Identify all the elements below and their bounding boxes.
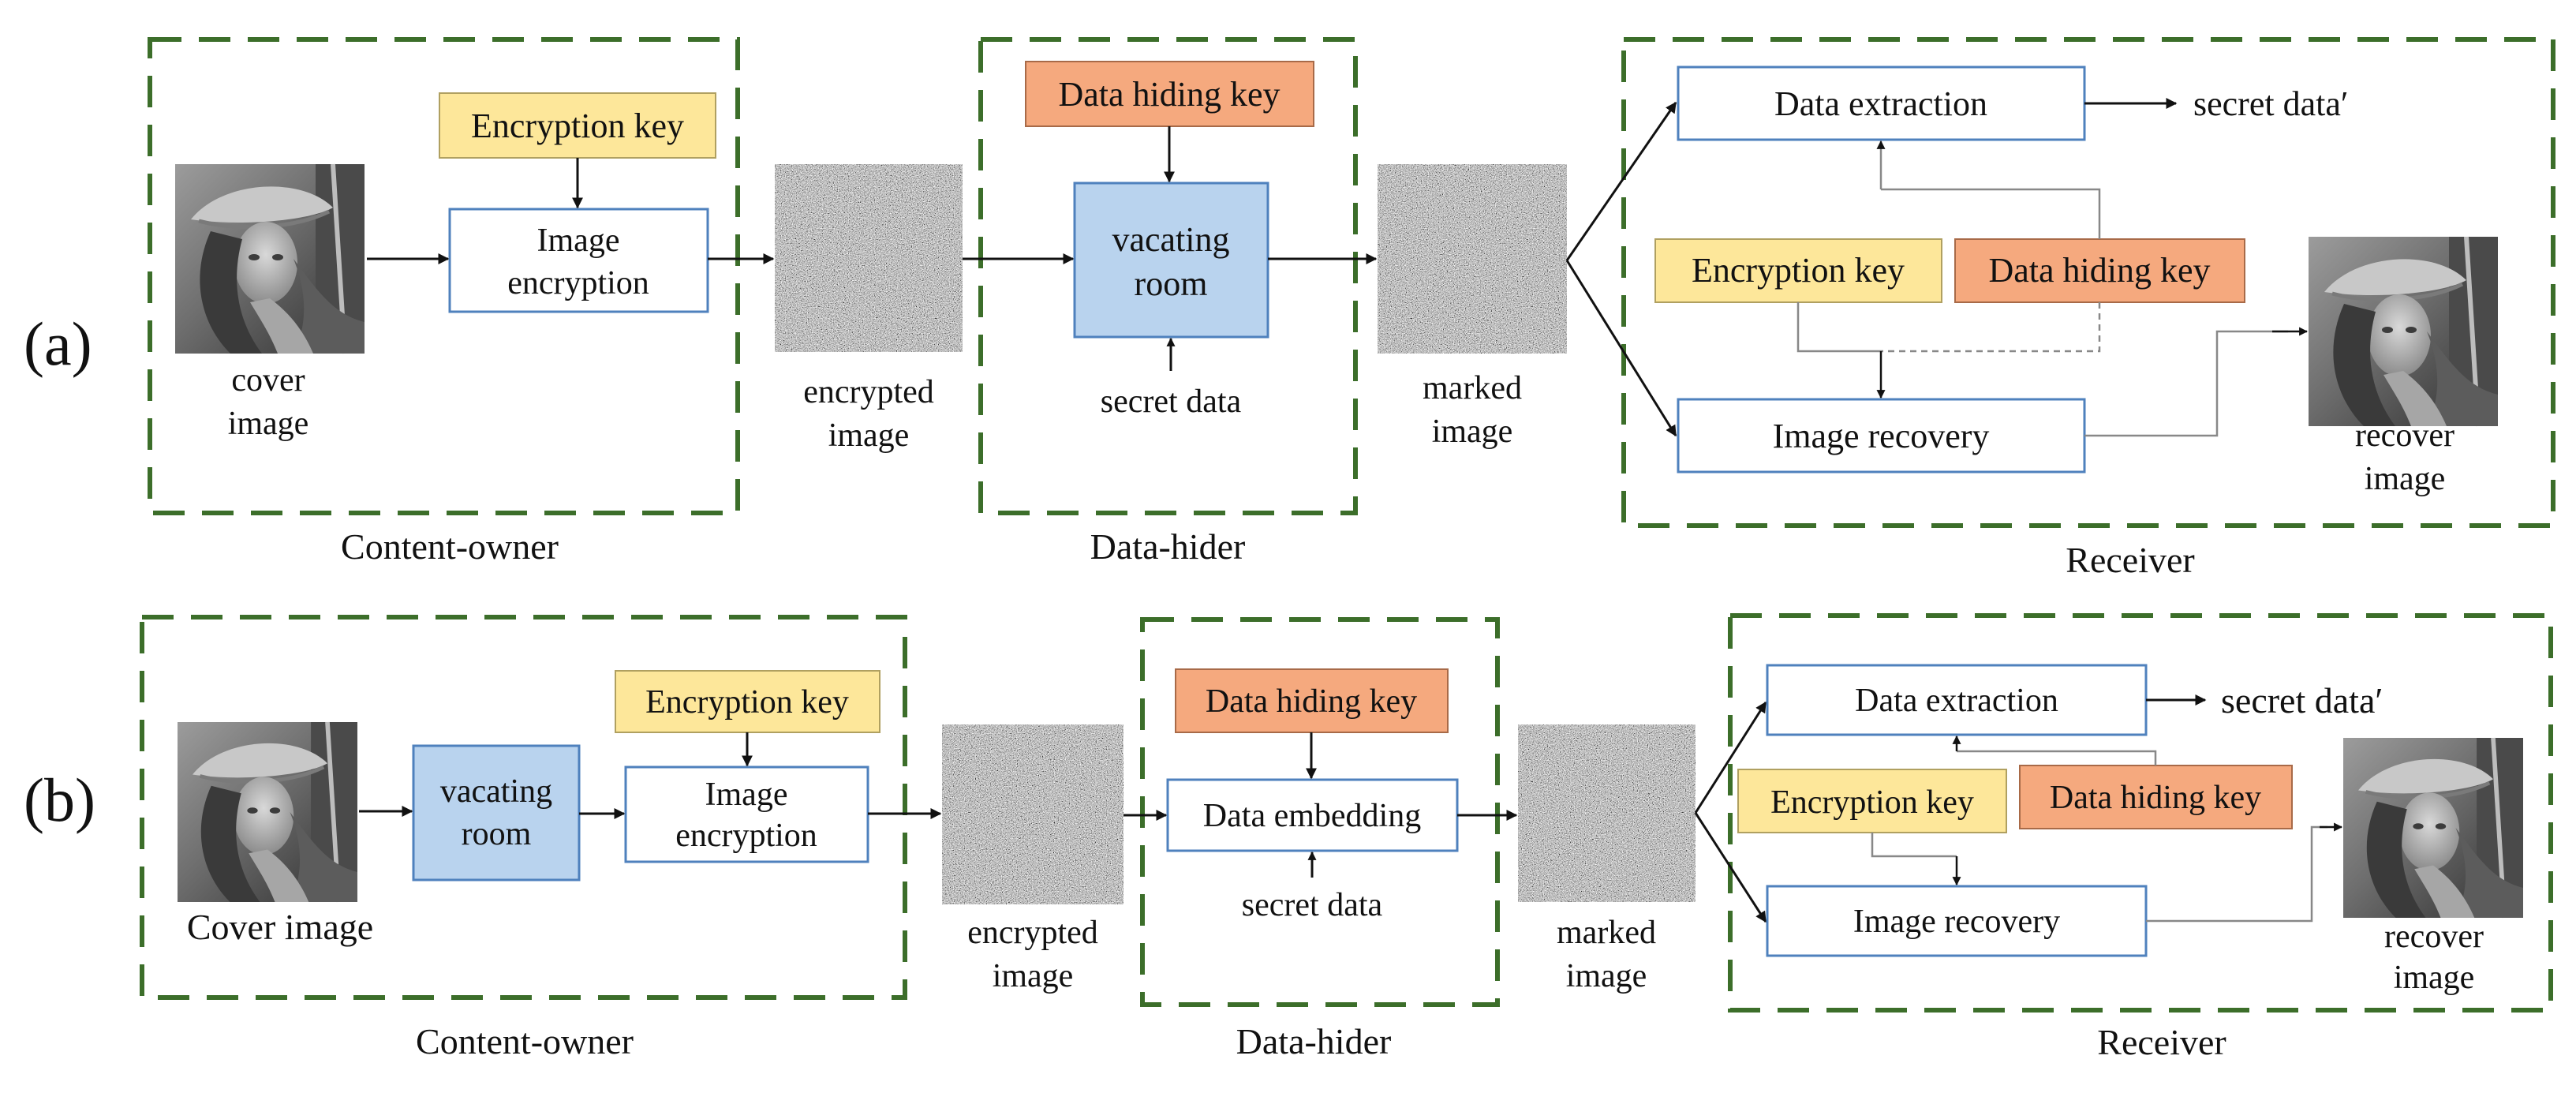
encrypted-image-label-b-1: encrypted (967, 915, 1098, 951)
encryption-key-label-b-receiver: Encryption key (1770, 784, 1974, 821)
line-recovery-to-output-a (2084, 330, 2288, 437)
data-extraction-box-a (1677, 66, 2086, 141)
encryption-key-label-a-receiver: Encryption key (1692, 251, 1905, 290)
line-hidekey-to-recovery-a (1881, 302, 2101, 353)
marked-image-label-b-2: image (1566, 958, 1647, 994)
recover-image-label-b-2: image (2394, 960, 2475, 996)
data-hiding-key-box-a (1025, 61, 1314, 127)
cover-image-a (175, 164, 365, 354)
data-hider-caption-a: Data-hider (1090, 526, 1246, 567)
marked-image-label-b-1: marked (1557, 915, 1656, 951)
encrypted-image-label-a-1: encrypted (803, 374, 934, 410)
vacating-room-box-a (1073, 182, 1269, 339)
line-hidekey-to-extraction-b (1957, 750, 2157, 765)
data-extraction-box-b (1766, 664, 2148, 736)
receiver-caption-a: Receiver (2066, 540, 2194, 580)
line-enckey-to-recovery-a (1796, 302, 1881, 353)
cover-image-b (178, 722, 357, 902)
secret-output-label-a: secret data′ (2193, 84, 2349, 123)
receiver-caption-b: Receiver (2097, 1022, 2226, 1062)
recover-image-label-b-1: recover (2384, 919, 2484, 955)
recover-image-label-a-1: recover (2355, 417, 2454, 454)
line-recovery-to-output-b (2146, 825, 2327, 923)
secret-data-label-a: secret data (1101, 384, 1242, 420)
marked-image-a (1378, 164, 1567, 354)
encrypted-image-a (775, 164, 963, 352)
data-hiding-key-box-b-receiver (2019, 765, 2293, 829)
line-hidekey-to-extraction-a (1881, 188, 2101, 239)
vacating-room-label-a-1: vacating (1112, 220, 1229, 259)
image-encryption-label-a-2: encryption (507, 265, 649, 301)
data-hiding-key-label-b: Data hiding key (1206, 683, 1417, 720)
data-hiding-key-label-a: Data hiding key (1058, 75, 1280, 114)
marked-image-b (1518, 724, 1696, 902)
cover-image-label-a-1: cover (231, 362, 305, 399)
arrow-marked-to-extraction-b (1694, 701, 1767, 814)
encryption-key-label-a: Encryption key (471, 107, 684, 145)
data-hiding-key-box-b (1175, 668, 1449, 733)
data-hider-caption-b: Data-hider (1236, 1021, 1392, 1061)
data-hider-region-b (1140, 617, 1500, 1007)
data-hider-region-a (978, 37, 1358, 515)
cover-image-label-a-2: image (228, 406, 309, 442)
receiver-region-b (1728, 613, 2553, 1013)
image-encryption-label-a-1: Image (537, 223, 620, 259)
panel-a: (a) Content-owner cover image Encryption… (24, 37, 2555, 580)
panel-b-tag: (b) (24, 765, 95, 834)
image-recovery-label-b: Image recovery (1853, 904, 2060, 940)
image-recovery-box-a (1677, 398, 2086, 474)
marked-image-label-a-1: marked (1423, 370, 1522, 406)
encrypted-image-label-a-2: image (828, 417, 910, 454)
encrypted-image-b (942, 724, 1123, 904)
content-owner-caption-a: Content-owner (341, 526, 559, 567)
arrow-marked-to-extraction-a (1565, 101, 1677, 261)
encryption-key-box-b-receiver (1737, 769, 2007, 833)
data-hiding-key-label-b-receiver: Data hiding key (2050, 780, 2261, 816)
cover-image-label-b: Cover image (187, 907, 373, 947)
secret-data-label-b: secret data (1242, 887, 1383, 923)
vacating-room-label-b-2: room (462, 816, 532, 852)
image-recovery-label-a: Image recovery (1773, 417, 1990, 455)
data-extraction-label-b: Data extraction (1855, 683, 2058, 719)
data-embedding-label-b: Data embedding (1203, 798, 1421, 834)
recover-image-label-a-2: image (2365, 461, 2446, 497)
encryption-key-box-a (439, 92, 716, 159)
encrypted-image-label-b-2: image (993, 958, 1074, 994)
panel-a-tag: (a) (24, 309, 92, 378)
encryption-key-box-b (615, 670, 880, 733)
receiver-region-a (1621, 37, 2555, 528)
image-encryption-label-b-2: encryption (675, 818, 817, 854)
data-embedding-box-b (1166, 778, 1459, 852)
recovered-image-b (2343, 738, 2523, 918)
image-encryption-box-a (448, 208, 709, 313)
encryption-key-label-b: Encryption key (645, 684, 849, 721)
vacating-room-label-a-2: room (1135, 264, 1208, 303)
image-encryption-label-b-1: Image (705, 777, 788, 813)
data-extraction-label-a: Data extraction (1774, 84, 1987, 123)
vacating-room-box-b (412, 744, 581, 882)
secret-output-label-b: secret data′ (2221, 680, 2383, 721)
data-hiding-key-label-a-receiver: Data hiding key (1988, 251, 2210, 290)
image-encryption-box-b (624, 765, 869, 863)
marked-image-label-a-2: image (1432, 414, 1513, 450)
vacating-room-label-b-1: vacating (440, 773, 552, 810)
arrow-marked-to-recovery-b (1694, 812, 1767, 923)
panel-b: (b) Content-owner Cover image vacating r… (24, 613, 2553, 1062)
content-owner-region-a (148, 37, 740, 515)
recovered-image-a (2309, 237, 2498, 426)
content-owner-caption-b: Content-owner (416, 1021, 634, 1061)
content-owner-region-b (140, 615, 907, 1000)
line-enckey-to-recovery-b (1871, 833, 1957, 858)
arrow-marked-to-recovery-a (1565, 260, 1677, 437)
